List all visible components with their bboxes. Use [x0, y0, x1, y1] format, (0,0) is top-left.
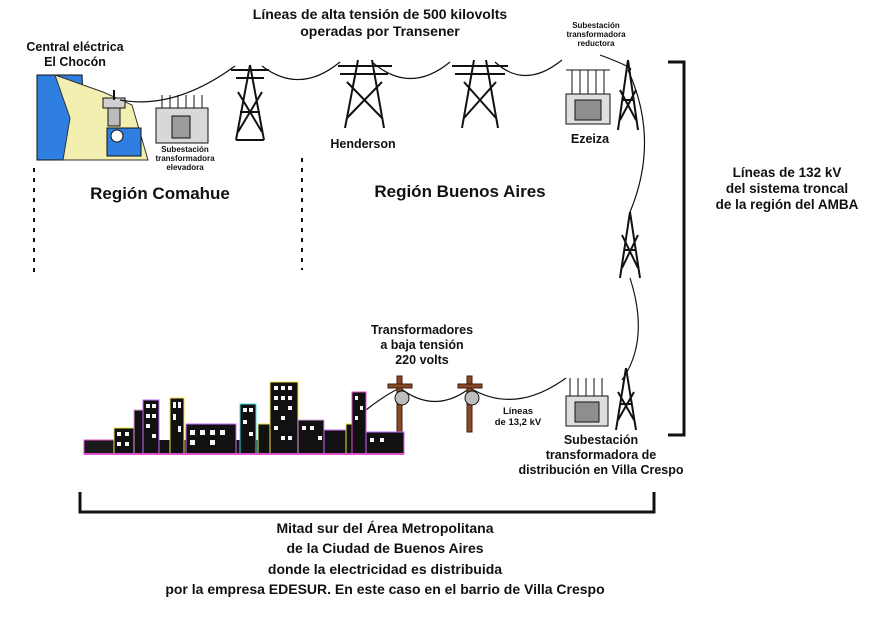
bracket-132kv — [668, 60, 686, 437]
city-buildings-icon — [83, 381, 405, 455]
lines-13-label: Líneas de 13,2 kV — [494, 406, 542, 429]
bracket-edesur — [78, 492, 656, 514]
utility-pole-icon-2 — [457, 375, 483, 433]
utility-pole-icon-1 — [387, 375, 413, 433]
low-voltage-transformers-label: Transformadores a baja tensión 220 volts — [370, 323, 474, 367]
ezeiza-tower-icon — [617, 59, 639, 131]
pylon-icon-2 — [338, 59, 392, 129]
edesur-note: Mitad sur del Área Metropolitana de la C… — [165, 520, 605, 597]
distribution-substation-icon — [565, 378, 609, 427]
step-up-transformer-icon — [155, 95, 209, 144]
step-down-substation-label: Subestación transformadora reductora — [566, 21, 626, 48]
ezeiza-substation-icon — [565, 69, 611, 125]
power-plant-label: Central eléctrica El Chocón — [26, 40, 124, 69]
step-up-substation-label: Subestación transformadora elevadora — [155, 145, 215, 172]
mid-tower-icon — [619, 211, 641, 279]
henderson-label: Henderson — [330, 137, 396, 151]
distribution-substation-label: Subestación transformadora de distribuci… — [518, 433, 684, 477]
title-line-2: operadas por Transener — [300, 22, 460, 39]
pylon-icon-3 — [452, 59, 508, 129]
distribution-tower-icon — [615, 367, 637, 431]
lines-132-label: Líneas de 132 kV del sistema troncal de … — [715, 165, 859, 212]
title-line-1: Líneas de alta tensión de 500 kilovolts — [252, 6, 508, 22]
diagram-title: Líneas de alta tensión de 500 kilovolts … — [215, 6, 545, 39]
pylon-icon-1 — [231, 64, 269, 141]
ezeiza-label: Ezeiza — [570, 132, 610, 146]
region-comahue-label: Región Comahue — [90, 184, 230, 203]
region-buenos-aires-label: Región Buenos Aires — [374, 182, 546, 201]
high-voltage-lines — [119, 54, 632, 103]
dam-icon — [36, 74, 149, 161]
